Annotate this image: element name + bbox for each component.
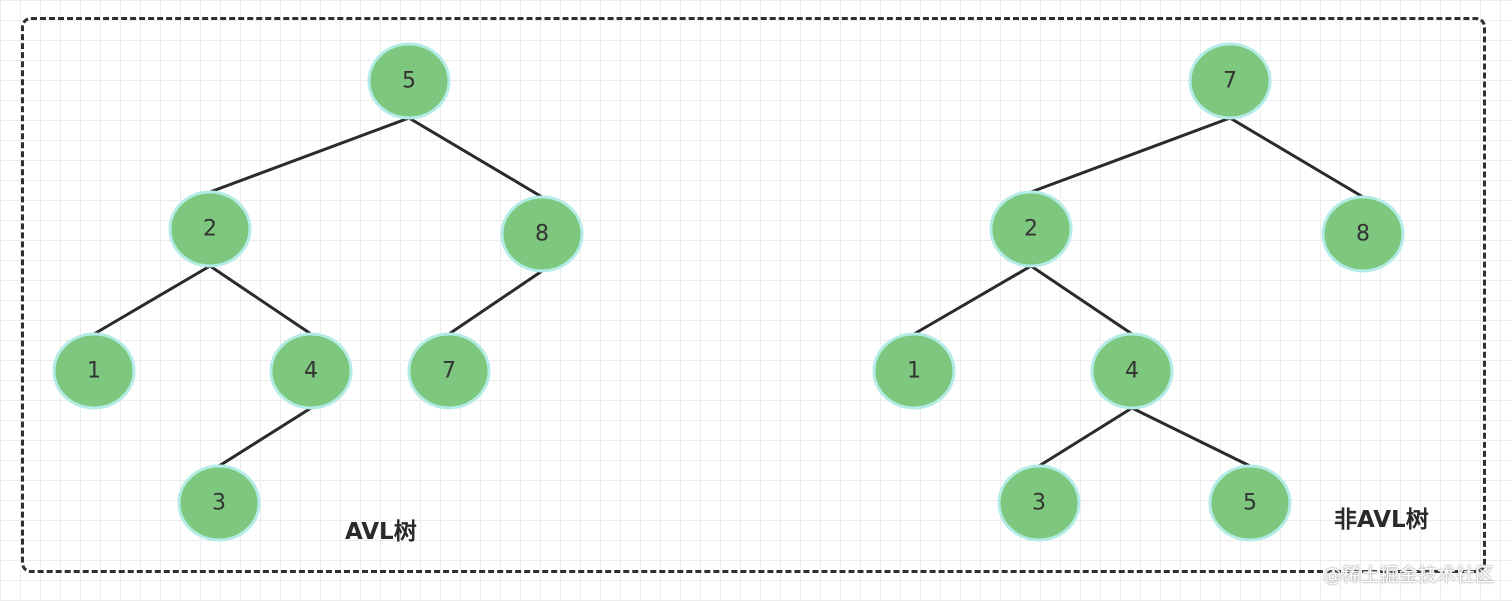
tree-node-3: 3 xyxy=(997,464,1081,542)
node-circle xyxy=(872,332,956,410)
node-circle xyxy=(1321,195,1405,273)
node-circle xyxy=(407,332,491,410)
node-circle xyxy=(168,190,252,268)
tree-edge xyxy=(208,116,411,194)
node-circle xyxy=(997,464,1081,542)
tree-node-7: 7 xyxy=(1188,42,1272,120)
tree-node-4: 4 xyxy=(1090,332,1174,410)
tree-node-5: 5 xyxy=(367,42,451,120)
node-circle xyxy=(269,332,353,410)
node-label: 2 xyxy=(1024,217,1038,242)
tree-node-7: 7 xyxy=(407,332,491,410)
node-label: 7 xyxy=(1223,69,1237,94)
non-avl-tree-caption: 非AVL树 xyxy=(1334,507,1429,533)
tree-edge xyxy=(1029,116,1232,194)
node-circle xyxy=(1208,464,1292,542)
node-label: 2 xyxy=(203,217,217,242)
tree-node-3: 3 xyxy=(177,464,261,542)
tree-edge xyxy=(92,264,212,336)
node-label: 8 xyxy=(535,222,549,247)
node-label: 4 xyxy=(1125,359,1139,384)
watermark: @稀土掘金技术社区 xyxy=(1322,564,1494,586)
tree-edge xyxy=(217,406,313,468)
node-circle xyxy=(1090,332,1174,410)
avl-tree-caption: AVL树 xyxy=(345,519,417,545)
tree-edge xyxy=(1037,406,1134,468)
tree-edge xyxy=(208,264,313,336)
tree-node-8: 8 xyxy=(500,195,584,273)
tree-node-1: 1 xyxy=(872,332,956,410)
node-circle xyxy=(177,464,261,542)
tree-edge xyxy=(1228,116,1365,199)
node-circle xyxy=(1188,42,1272,120)
node-label: 1 xyxy=(87,359,101,384)
node-label: 3 xyxy=(212,491,226,516)
node-circle xyxy=(989,190,1073,268)
tree-node-2: 2 xyxy=(168,190,252,268)
tree-edge xyxy=(1130,406,1252,468)
tree-edge xyxy=(407,116,544,199)
node-circle xyxy=(367,42,451,120)
node-label: 4 xyxy=(304,359,318,384)
edges-layer xyxy=(92,116,1365,468)
tree-node-8: 8 xyxy=(1321,195,1405,273)
node-label: 5 xyxy=(1243,491,1257,516)
tree-node-2: 2 xyxy=(989,190,1073,268)
node-label: 3 xyxy=(1032,491,1046,516)
node-circle xyxy=(500,195,584,273)
node-circle xyxy=(52,332,136,410)
tree-edge xyxy=(912,264,1033,336)
tree-edge xyxy=(447,269,544,336)
node-label: 7 xyxy=(442,359,456,384)
tree-edge xyxy=(1029,264,1134,336)
tree-node-1: 1 xyxy=(52,332,136,410)
node-label: 1 xyxy=(907,359,921,384)
node-label: 8 xyxy=(1356,222,1370,247)
diagram-frame xyxy=(21,17,1486,573)
tree-node-5: 5 xyxy=(1208,464,1292,542)
tree-node-4: 4 xyxy=(269,332,353,410)
node-label: 5 xyxy=(402,69,416,94)
